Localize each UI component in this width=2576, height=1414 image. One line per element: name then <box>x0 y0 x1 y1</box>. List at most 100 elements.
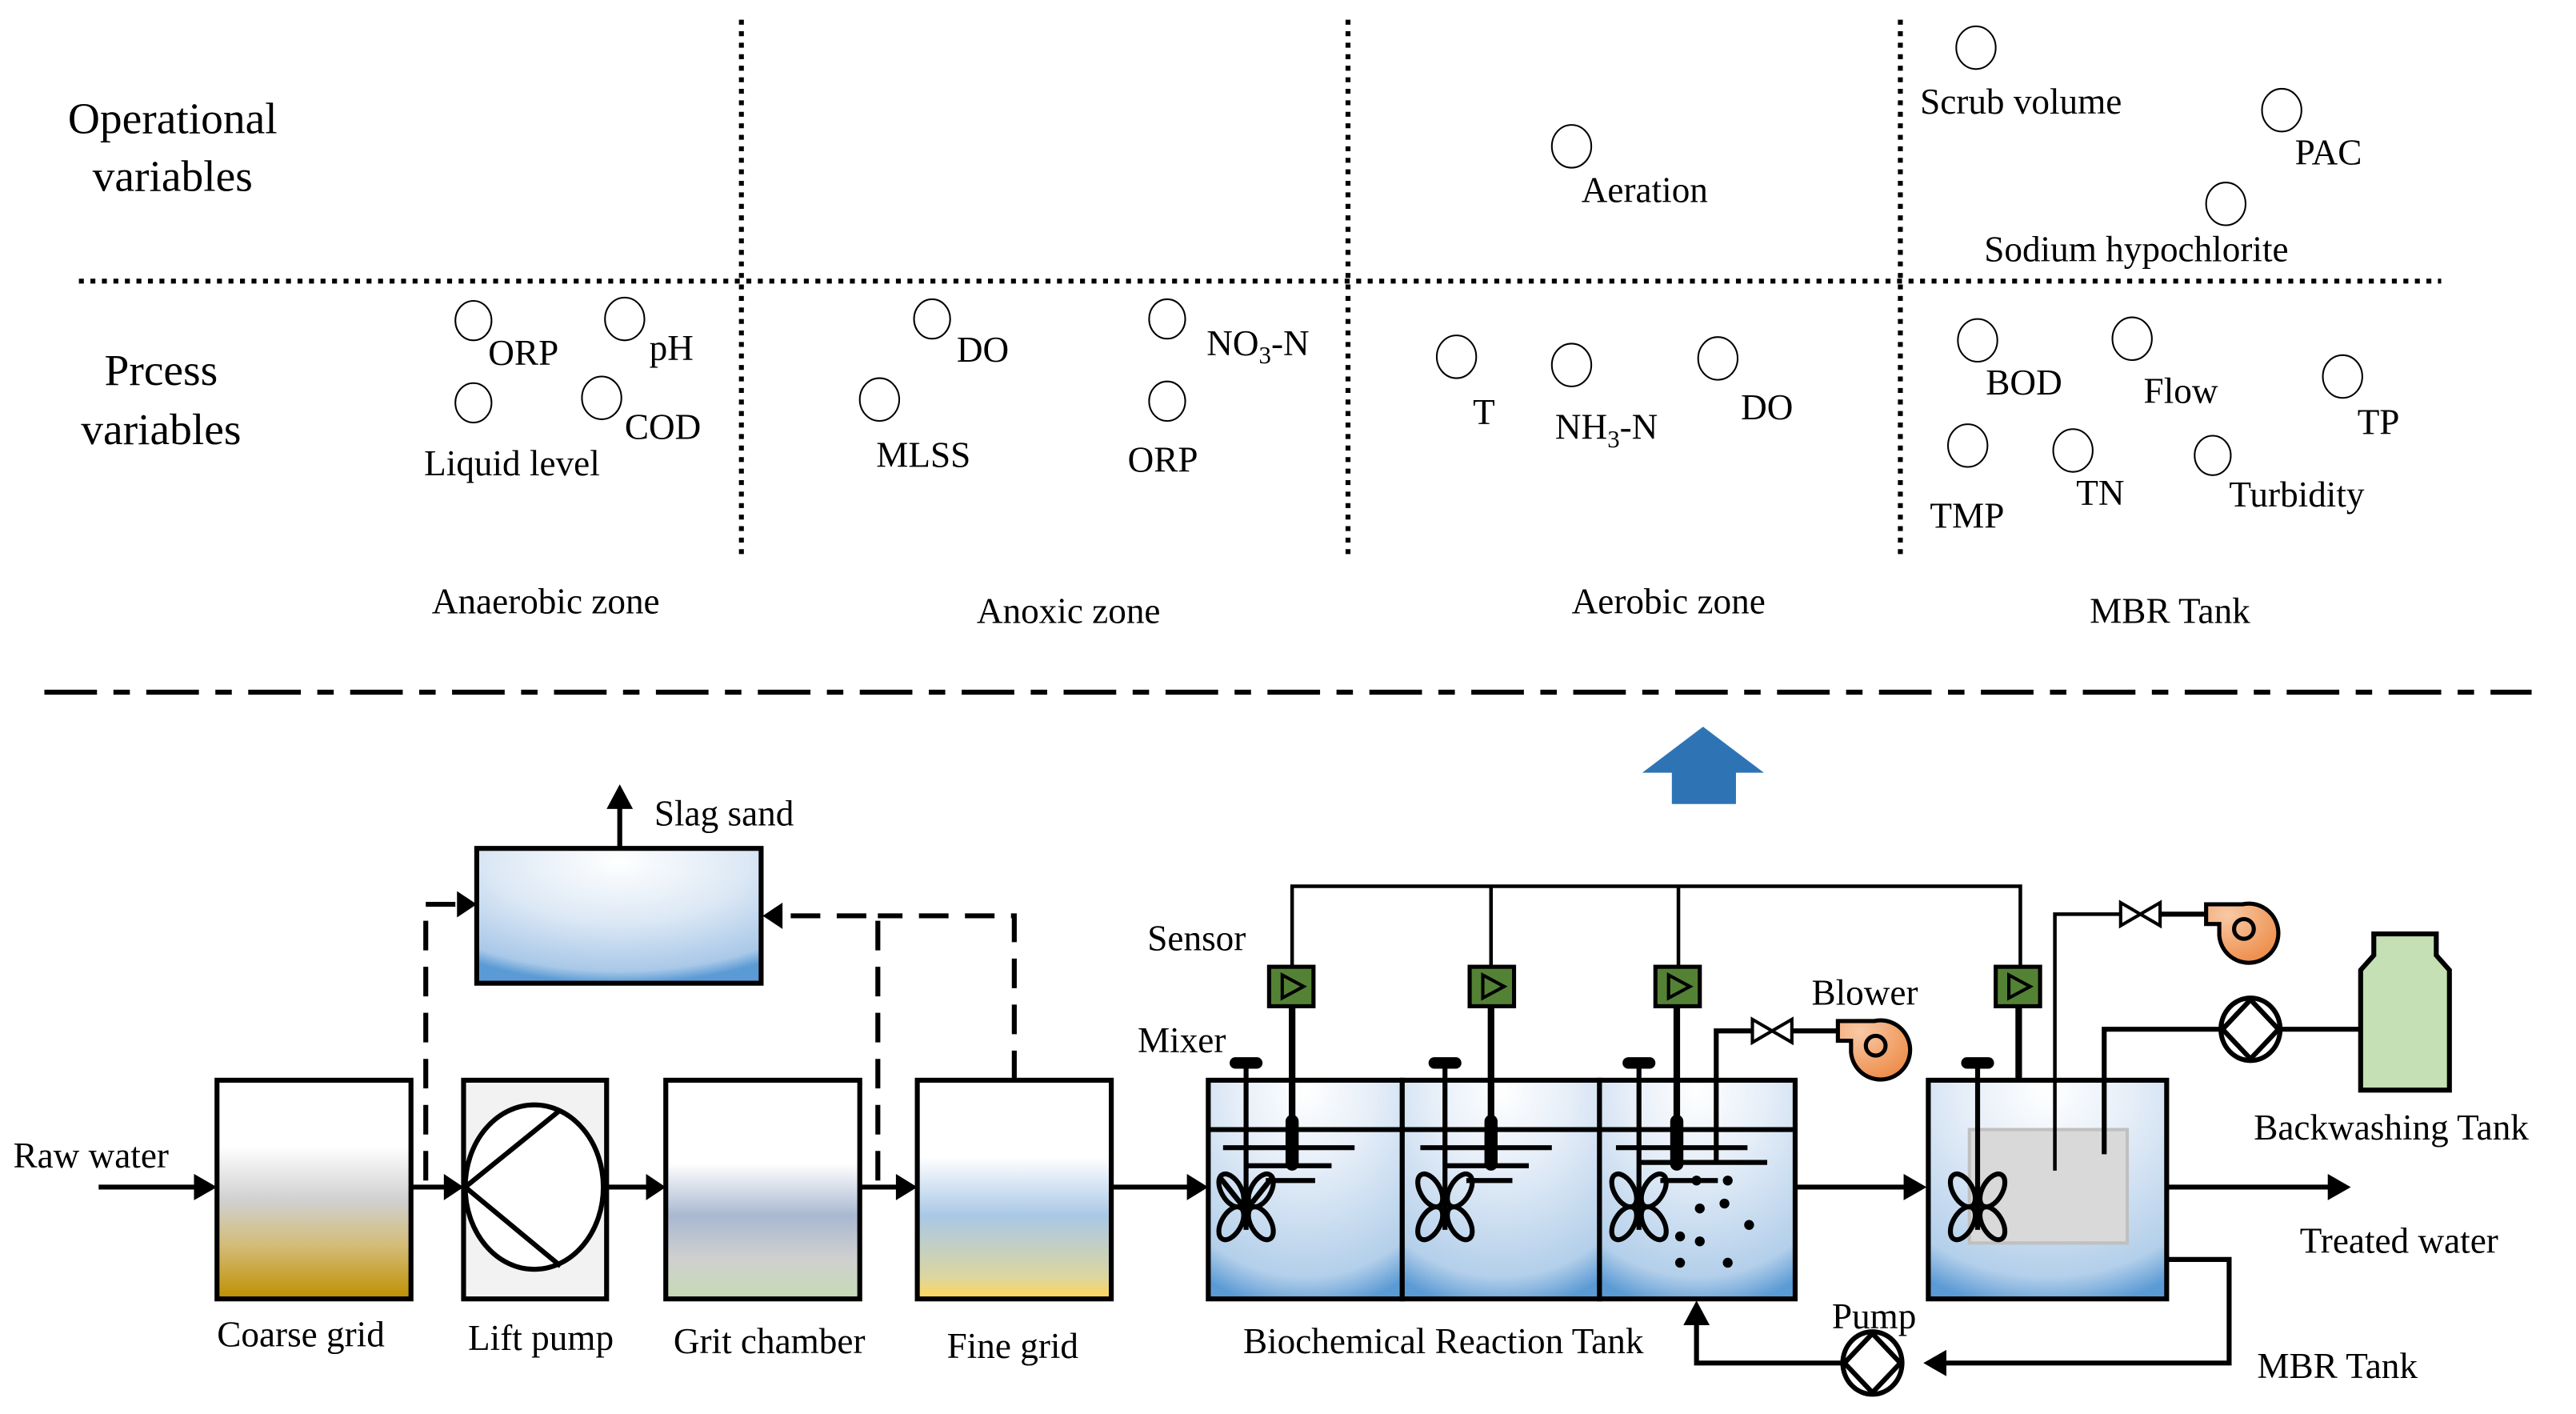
var-do: DO <box>1741 387 1793 427</box>
aerobic-chamber <box>1597 1077 1798 1302</box>
sensor-unit <box>1467 964 1517 1171</box>
var-mlss: MLSS <box>876 435 970 475</box>
sensor-bus <box>1290 884 2022 967</box>
slag-sand-tank <box>474 846 764 986</box>
var-nh3-n: NH3-N <box>1555 407 1658 453</box>
label-backwashing-tank: Backwashing Tank <box>2254 1108 2529 1148</box>
blower-icon <box>2204 901 2281 965</box>
blower-hub-icon <box>1863 1033 1888 1058</box>
row-label-operational-2: variables <box>93 151 253 200</box>
row-label-process-1: Prcess <box>105 346 218 395</box>
var-liquid-level: Liquid level <box>424 443 600 483</box>
label-raw-water: Raw water <box>13 1136 168 1176</box>
mixer-motor-icon <box>1622 1057 1656 1069</box>
var-pac: PAC <box>2295 132 2362 172</box>
mixer-blade-icon <box>1638 1204 1669 1243</box>
biochemical-reaction-tank <box>1206 1077 1798 1302</box>
return-sludge-pipe <box>1946 1256 2232 1366</box>
var-orp: ORP <box>1128 440 1198 480</box>
mixer-motor-icon <box>1428 1057 1462 1069</box>
aeration-pipe <box>1714 1028 1753 1164</box>
var-orp: ORP <box>488 333 558 373</box>
return-pump-icon <box>1840 1329 1905 1397</box>
variable-marker <box>1148 298 1186 340</box>
mixer-blade-icon <box>1977 1204 2008 1243</box>
var-cod: COD <box>625 407 701 447</box>
zone-label-aerobic: Aerobic zone <box>1572 581 1766 621</box>
label-grit-chamber: Grit chamber <box>674 1321 866 1361</box>
var-bod: BOD <box>1986 363 2062 403</box>
zone-label-anoxic: Anoxic zone <box>977 591 1161 631</box>
mixer-unit <box>1216 1057 1355 1243</box>
dashed-line-coarse-to-slag <box>423 901 458 1181</box>
valve-icon <box>2118 899 2144 929</box>
sensor-unit <box>1653 964 1702 1171</box>
label-pump: Pump <box>1832 1296 1916 1336</box>
mixer-motor-icon <box>1961 1057 1994 1069</box>
backwash-pump-icon <box>2218 995 2283 1064</box>
return-sludge-pipe <box>1694 1325 1843 1366</box>
coarse-grid-tank <box>214 1077 414 1302</box>
var-sodium-hypochlorite: Sodium hypochlorite <box>1984 230 2288 270</box>
row-label-process-2: variables <box>81 405 241 454</box>
variable-marker <box>2322 354 2363 399</box>
sensor-probe-tip <box>1670 1115 1684 1171</box>
variable-marker <box>858 377 901 423</box>
sensor-unit <box>1266 964 1316 1171</box>
scrub-air-pipe <box>2053 912 2121 1171</box>
grit-chamber-tank <box>663 1077 862 1302</box>
label-blower: Blower <box>1811 972 1918 1012</box>
play-triangle-icon <box>1666 971 1694 1001</box>
mixer-blade-icon <box>1609 1204 1639 1243</box>
zone-anoxic: DO NO3-N MLSS ORP Anoxic zone <box>858 298 1310 631</box>
variable-marker <box>1148 380 1186 423</box>
variable-marker <box>604 296 646 342</box>
arrowhead-icon <box>606 784 634 809</box>
row-label-operational-1: Operational <box>68 94 278 142</box>
variable-table: Operational variables Prcess variables O… <box>68 19 2442 631</box>
variable-marker <box>2261 87 2302 133</box>
play-triangle-icon <box>1280 971 1307 1001</box>
sensor-probe-tip <box>1484 1115 1498 1171</box>
variable-marker <box>1697 336 1739 381</box>
zone-anaerobic: ORP pH Liquid level COD Anaerobic zone <box>424 296 701 621</box>
label-mbr-tank: MBR Tank <box>2257 1346 2418 1386</box>
var-no3-n: NO3-N <box>1206 323 1309 369</box>
variable-marker <box>454 382 493 424</box>
var-t: T <box>1473 392 1495 432</box>
pump-diamond-icon <box>1841 1329 1904 1396</box>
process-flow: Raw water Coarse grid Lift pump Grit cha… <box>13 784 2529 1397</box>
fine-grid-tank <box>914 1077 1114 1302</box>
backwash-pipe <box>2102 1027 2222 1155</box>
mixer-blade-icon <box>1246 1204 1276 1243</box>
arrowhead-icon <box>895 1174 918 1200</box>
pump-impeller-icon <box>461 1108 562 1268</box>
var-tp: TP <box>2358 402 2400 442</box>
zone-mbr: Scrub volume PAC Sodium hypochlorite BOD… <box>1920 25 2400 631</box>
pump-diamond-icon <box>2218 995 2282 1063</box>
variable-marker <box>1550 124 1593 169</box>
dashed-line-fine-to-slag <box>878 913 1017 1080</box>
anoxic-chamber <box>1399 1077 1602 1302</box>
label-mixer: Mixer <box>1138 1020 1226 1060</box>
aeration-bubbles <box>1674 1176 1754 1268</box>
blower-icon <box>1835 1018 1913 1082</box>
label-biochemical-tank: Biochemical Reaction Tank <box>1243 1321 1644 1361</box>
variable-marker <box>2111 316 2153 361</box>
zone-label-mbr: MBR Tank <box>2090 591 2250 631</box>
arrowhead-icon <box>457 891 477 918</box>
label-fine-grid: Fine grid <box>947 1326 1079 1366</box>
mixer-unit <box>1609 1057 1767 1243</box>
mixer-blade-icon <box>1947 1204 1978 1243</box>
backwashing-tank <box>2358 931 2452 1093</box>
variable-marker <box>454 299 493 342</box>
arrowhead-icon <box>1903 1174 1927 1200</box>
var-aeration: Aeration <box>1582 170 1708 210</box>
variable-marker <box>1947 423 1989 468</box>
variable-marker <box>1550 342 1593 387</box>
mixer-motor-icon <box>1230 1057 1263 1069</box>
arrowhead-icon <box>194 1174 218 1200</box>
arrowhead-icon <box>1923 1349 1946 1376</box>
label-coarse-grid: Coarse grid <box>217 1315 385 1355</box>
